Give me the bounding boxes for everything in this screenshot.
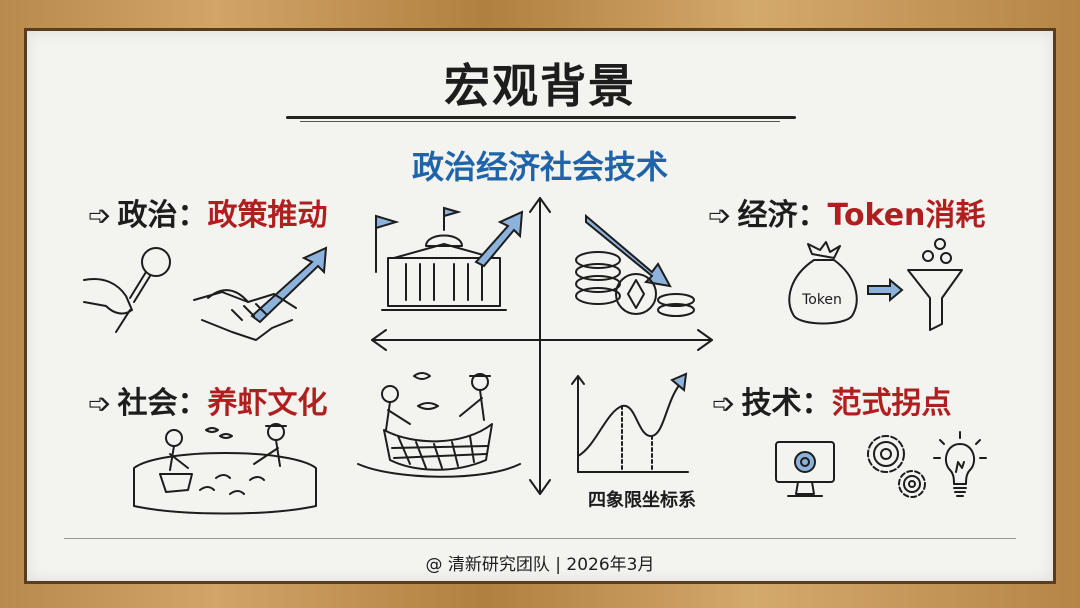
title-underline-thin bbox=[300, 121, 780, 122]
economy-value: Token消耗 bbox=[827, 198, 986, 233]
funnel-icon bbox=[907, 238, 963, 331]
monitor-gear-icon bbox=[775, 441, 835, 497]
arrow-right-icon: ➩ bbox=[88, 199, 112, 232]
politics-value: 政策推动 bbox=[207, 198, 328, 233]
politics-heading: ➩政治：政策推动 bbox=[88, 190, 327, 234]
footer-credit: @ 清新研究团队 | 2026年3月 bbox=[425, 555, 655, 575]
arrow-right-icon: ➩ bbox=[708, 199, 732, 232]
subtitle: 政治经济社会技术 bbox=[411, 148, 668, 186]
arrow-right-icon bbox=[867, 277, 904, 303]
economy-heading: ➩经济：Token消耗 bbox=[708, 190, 985, 234]
page-title: 宏观背景 bbox=[444, 59, 636, 113]
footer-divider bbox=[64, 538, 1016, 539]
axes-caption: 四象限坐标系 bbox=[588, 490, 696, 511]
token-bag-label: Token bbox=[801, 292, 842, 308]
society-heading: ➩社会：养虾文化 bbox=[88, 378, 327, 422]
microphone-icon bbox=[83, 247, 171, 333]
shrimp-pond-icon bbox=[133, 423, 317, 515]
title-underline bbox=[286, 116, 796, 119]
technology-value: 范式拐点 bbox=[831, 386, 952, 421]
government-building-icon bbox=[375, 206, 524, 311]
politics-label: 政治： bbox=[117, 198, 208, 233]
technology-heading: ➩技术：范式拐点 bbox=[712, 378, 951, 422]
handshake-icon bbox=[193, 246, 328, 341]
token-bag-icon: Token bbox=[788, 241, 858, 325]
arrow-right-icon: ➩ bbox=[712, 387, 736, 420]
fishermen-net-icon bbox=[357, 372, 521, 478]
technology-label: 技术： bbox=[741, 386, 832, 421]
paradigm-curve-icon bbox=[571, 372, 689, 473]
lightbulb-icon bbox=[933, 431, 987, 497]
gears-icon bbox=[867, 435, 926, 498]
society-value: 养虾文化 bbox=[207, 386, 328, 421]
arrow-right-icon: ➩ bbox=[88, 387, 112, 420]
economy-label: 经济： bbox=[737, 198, 828, 233]
society-label: 社会： bbox=[117, 386, 208, 421]
coins-falling-icon bbox=[575, 213, 695, 317]
